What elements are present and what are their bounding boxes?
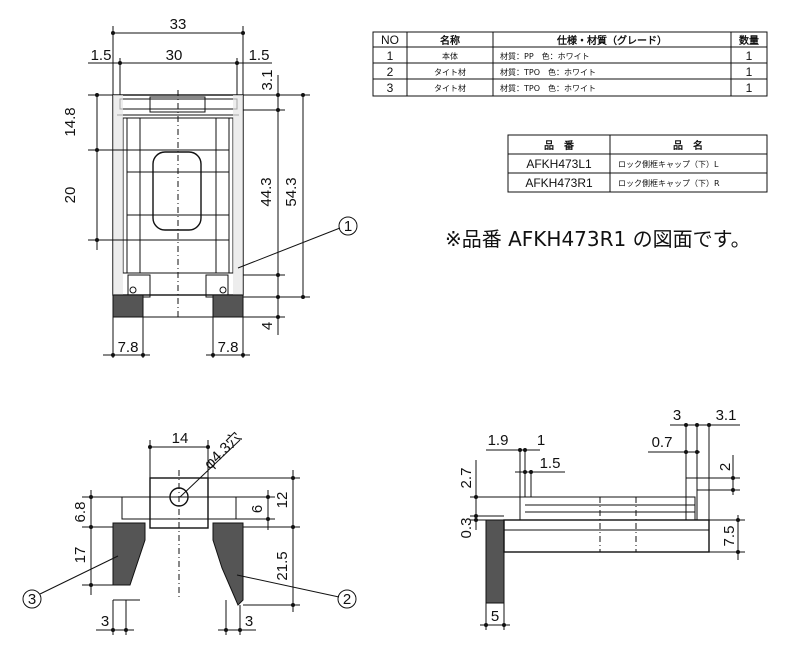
side-dim-d6: 1.5 xyxy=(540,455,561,472)
dim-side-height: 17 xyxy=(72,547,89,564)
drawing-note: ※品番 AFKH473R1 の図面です。 xyxy=(445,227,751,251)
parts-header-no: NO xyxy=(381,33,399,47)
dim-left-leg: 3 xyxy=(101,613,109,630)
dim-right-leg: 3 xyxy=(245,613,253,630)
product-row-2-name: ロック側框キャップ（下）R xyxy=(618,178,720,188)
parts-header-qty: 数量 xyxy=(739,34,759,47)
dim-hole-diameter: φ4.3穴 xyxy=(201,429,245,473)
parts-row-2-spec: 材質：TPO 色：ホワイト xyxy=(500,67,596,77)
callout-3 xyxy=(22,589,42,609)
dim-upper-height: 14.8 xyxy=(62,107,79,136)
parts-row-3-spec: 材質：TPO 色：ホワイト xyxy=(500,83,596,93)
dim-top-offset: 3.1 xyxy=(259,70,276,91)
side-dim-d11: 5 xyxy=(491,608,499,625)
parts-header-name: 名称 xyxy=(440,34,460,47)
dim-left-foot: 7.8 xyxy=(118,339,139,356)
side-view: 3 3.1 0.7 2 7.5 1.9 1 1.5 2.7 0.3 xyxy=(458,407,745,630)
parts-row-2-no: 2 xyxy=(387,65,394,79)
dim-inner-width: 30 xyxy=(166,47,183,64)
side-dim-d10: 7.5 xyxy=(721,526,738,547)
product-row-1-code: AFKH473L1 xyxy=(526,157,592,171)
side-dim-d5: 0.7 xyxy=(652,434,673,451)
side-dim-d3: 1.9 xyxy=(488,432,509,449)
parts-table: NO 名称 仕様・材質（グレード） 数量 1 本体 材質：PP 色：ホワイト 1… xyxy=(372,31,768,97)
dim-inner-height: 44.3 xyxy=(258,177,275,206)
parts-row-1-qty: 1 xyxy=(746,49,753,63)
parts-row-1-spec: 材質：PP 色：ホワイト xyxy=(500,51,590,61)
side-dim-d1: 3 xyxy=(673,407,681,424)
dim-leg-height: 21.5 xyxy=(274,551,291,580)
callout-3-label: 3 xyxy=(28,591,36,608)
callout-2 xyxy=(337,589,357,609)
dim-overall-width: 33 xyxy=(170,16,187,33)
dim-hole-width: 14 xyxy=(172,430,189,447)
dim-slot-height: 6 xyxy=(249,505,266,513)
parts-row-3-qty: 1 xyxy=(746,81,753,95)
side-dim-d7: 2 xyxy=(717,463,734,471)
parts-row-3-no: 3 xyxy=(387,81,394,95)
parts-header-spec: 仕様・材質（グレード） xyxy=(556,34,667,47)
parts-row-1-name: 本体 xyxy=(442,51,458,61)
side-dim-d4: 1 xyxy=(537,432,545,449)
dim-top-height: 6.8 xyxy=(72,502,89,523)
side-dim-d2: 3.1 xyxy=(716,407,737,424)
dim-block-height: 12 xyxy=(274,492,291,509)
dim-left-margin: 1.5 xyxy=(91,47,112,64)
product-row-2-code: AFKH473R1 xyxy=(525,176,593,190)
front-view: 33 30 1.5 1.5 xyxy=(62,16,358,358)
dim-total-height: 54.3 xyxy=(283,177,300,206)
parts-row-2-name: タイト材 xyxy=(434,67,466,77)
dim-right-margin: 1.5 xyxy=(249,47,270,64)
product-table: 品 番 品 名 AFKH473L1 ロック側框キャップ（下）L AFKH473R… xyxy=(507,134,768,193)
product-row-1-name: ロック側框キャップ（下）L xyxy=(618,159,719,169)
side-dim-d8: 2.7 xyxy=(458,468,475,489)
side-dim-d9: 0.3 xyxy=(458,518,475,539)
callout-1-label: 1 xyxy=(344,218,352,235)
parts-row-2-qty: 1 xyxy=(746,65,753,79)
parts-row-1-no: 1 xyxy=(387,49,394,63)
callout-1 xyxy=(338,216,358,236)
parts-row-3-name: タイト材 xyxy=(434,83,466,93)
product-header-code: 品 番 xyxy=(544,139,575,152)
bottom-view: 14 φ4.3穴 6.8 17 6 12 21.5 xyxy=(22,429,357,635)
dim-window-height: 20 xyxy=(62,187,79,204)
product-header-name: 品 名 xyxy=(673,139,703,152)
dim-foot-height: 4 xyxy=(259,322,276,330)
callout-2-label: 2 xyxy=(343,591,351,608)
dim-right-foot: 7.8 xyxy=(218,339,239,356)
